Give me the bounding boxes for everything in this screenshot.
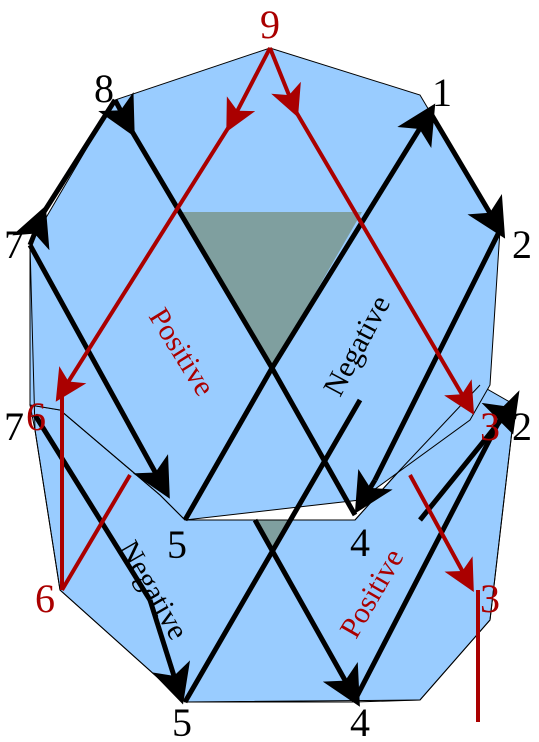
label-low-6: 6 [35, 576, 55, 621]
label-ring-7: 7 [4, 404, 24, 449]
label-ring-6: 6 [26, 394, 46, 439]
label-top-8: 8 [94, 66, 114, 111]
label-top-1: 1 [432, 70, 452, 115]
label-ring-3: 3 [480, 404, 500, 449]
label-bottom-5: 5 [172, 700, 192, 742]
label-ring-2: 2 [512, 404, 532, 449]
black-path-lower [32, 390, 520, 707]
label-bottom-4: 4 [350, 700, 370, 742]
label-inner-4: 4 [350, 520, 370, 565]
label-top-9: 9 [260, 2, 280, 47]
label-inner-5: 5 [167, 522, 187, 567]
upper-dark-triangle [182, 212, 362, 368]
red-path [55, 47, 480, 722]
label-mid-2: 2 [512, 222, 532, 267]
label-low-3: 3 [480, 576, 500, 621]
label-mid-7: 7 [4, 222, 24, 267]
lower-dark-triangle [255, 520, 292, 548]
